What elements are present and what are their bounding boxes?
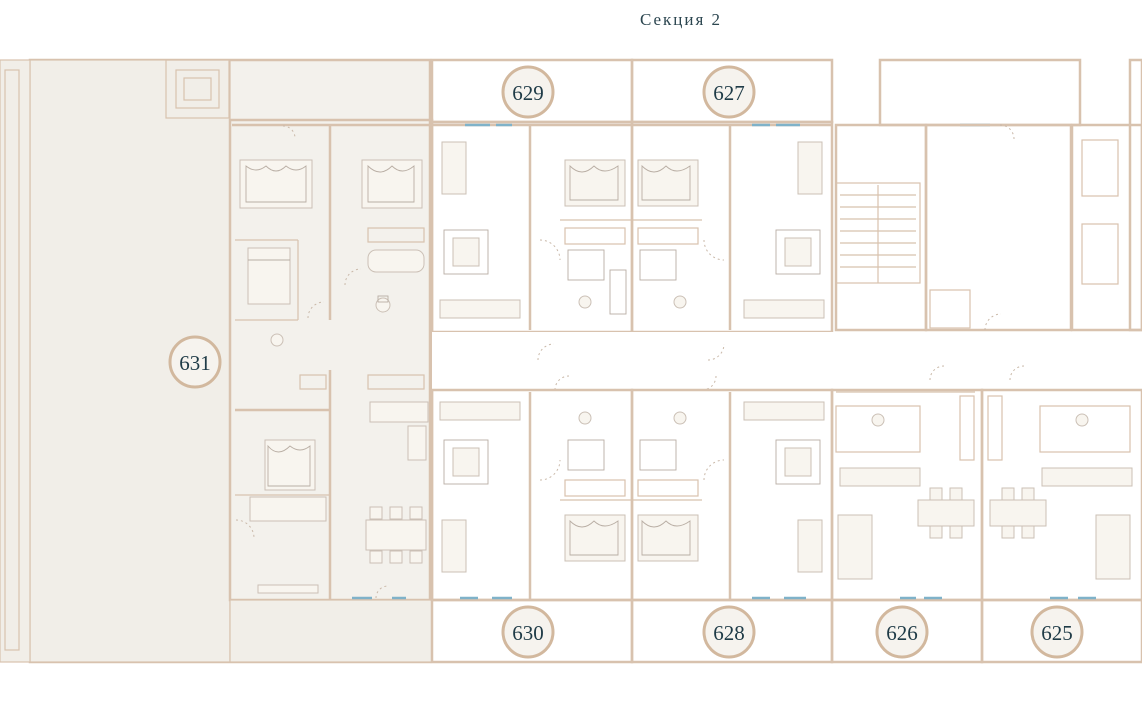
- stair-core: [834, 58, 1142, 332]
- unit-626[interactable]: [830, 388, 984, 664]
- unit-number-625: 625: [1041, 621, 1073, 645]
- unit-badge-626[interactable]: 626: [875, 605, 929, 659]
- unit-badge-628[interactable]: 628: [702, 605, 756, 659]
- section-title: Секция 2: [640, 10, 722, 29]
- unit-627[interactable]: [630, 58, 834, 334]
- unit-badge-627[interactable]: 627: [702, 65, 756, 119]
- unit-badge-629[interactable]: 629: [501, 65, 555, 119]
- terrace-631-bottom: [229, 599, 433, 663]
- unit-number-630: 630: [512, 621, 544, 645]
- unit-badge-631[interactable]: 631: [168, 335, 222, 389]
- unit-number-627: 627: [713, 81, 745, 105]
- unit-number-629: 629: [512, 81, 544, 105]
- unit-628[interactable]: [630, 388, 834, 664]
- unit-631[interactable]: [28, 58, 434, 664]
- unit-number-631: 631: [179, 351, 211, 375]
- unit-badge-630[interactable]: 630: [501, 605, 555, 659]
- unit-number-628: 628: [713, 621, 745, 645]
- unit-630[interactable]: [430, 388, 634, 664]
- unit-number-626: 626: [886, 621, 918, 645]
- unit-625[interactable]: [980, 388, 1142, 664]
- corridor: [432, 332, 1142, 390]
- unit-badge-625[interactable]: 625: [1030, 605, 1084, 659]
